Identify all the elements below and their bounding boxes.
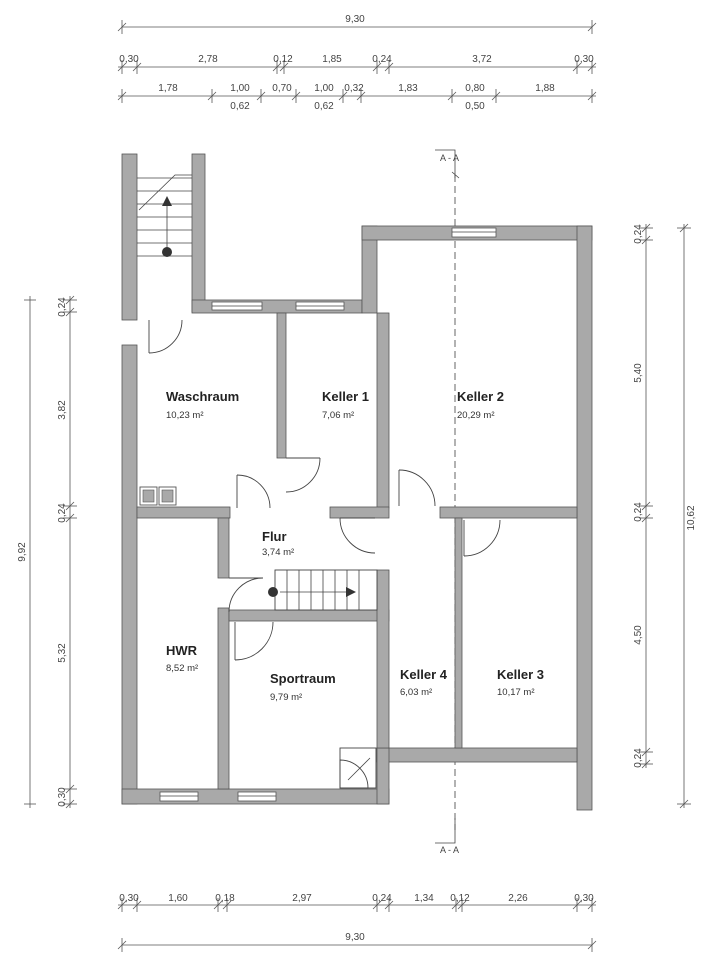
room-hwr-name: HWR xyxy=(166,643,198,658)
dim-left-2: 0,24 xyxy=(57,503,68,523)
windows xyxy=(159,227,497,802)
room-labels: Waschraum 10,23 m² Keller 1 7,06 m² Kell… xyxy=(166,389,544,703)
dim-left-3: 5,32 xyxy=(57,643,68,663)
dim-right-1: 5,40 xyxy=(633,363,644,383)
stairs-upper xyxy=(137,174,192,257)
dimension-left: 9,92 0,24 3,82 0,24 5,32 0,30 xyxy=(17,295,77,809)
room-waschraum-name: Waschraum xyxy=(166,389,239,404)
dim-top-overall: 9,30 xyxy=(345,14,365,25)
dim-right-overall: 10,62 xyxy=(686,505,697,530)
dim-right-4: 0,24 xyxy=(633,748,644,768)
dim-top-r2-low-1: 0,62 xyxy=(314,101,334,112)
dim-bottom-1: 1,60 xyxy=(168,893,188,904)
dim-top-r2-5: 1,83 xyxy=(398,83,418,94)
dim-left-overall: 9,92 xyxy=(17,542,28,562)
dim-top-r1-5: 3,72 xyxy=(472,54,492,65)
dim-top-r2-0: 1,78 xyxy=(158,83,178,94)
dim-right-3: 4,50 xyxy=(633,625,644,645)
dim-right-2: 0,24 xyxy=(633,502,644,522)
dim-top-r1-1: 2,78 xyxy=(198,54,218,65)
dim-bottom-0: 0,30 xyxy=(119,893,139,904)
room-keller4-area: 6,03 m² xyxy=(400,687,432,698)
dim-top-r2-3: 1,00 xyxy=(314,83,334,94)
dim-left-0: 0,24 xyxy=(57,297,68,317)
room-sportraum-name: Sportraum xyxy=(270,671,336,686)
dim-left-4: 0,30 xyxy=(57,787,68,807)
room-keller1-area: 7,06 m² xyxy=(322,410,354,421)
dim-bottom-4: 0,24 xyxy=(372,893,392,904)
room-waschraum-area: 10,23 m² xyxy=(166,410,204,421)
dimension-bottom: 0,30 1,60 0,18 2,97 0,24 1,34 0,12 2,26 … xyxy=(117,893,597,952)
dim-top-r1-6: 0,30 xyxy=(574,54,594,65)
room-hwr-area: 8,52 m² xyxy=(166,663,198,674)
dim-bottom-7: 2,26 xyxy=(508,893,528,904)
dim-top-r1-0: 0,30 xyxy=(119,54,139,65)
dim-top-r1-2: 0,12 xyxy=(273,54,293,65)
room-keller1-name: Keller 1 xyxy=(322,389,369,404)
room-flur-area: 3,74 m² xyxy=(262,547,294,558)
dim-top-r2-1: 1,00 xyxy=(230,83,250,94)
section-mark-bottom: A - A xyxy=(440,845,459,855)
stairs-flur xyxy=(268,569,378,611)
dim-bottom-2: 0,18 xyxy=(215,893,235,904)
dim-top-r2-6: 0,80 xyxy=(465,83,485,94)
room-keller3-name: Keller 3 xyxy=(497,667,544,682)
dim-bottom-3: 2,97 xyxy=(292,893,312,904)
dim-left-1: 3,82 xyxy=(57,400,68,420)
walls xyxy=(121,153,593,811)
dim-bottom-overall: 9,30 xyxy=(345,932,365,943)
dim-top-r2-low-2: 0,50 xyxy=(465,101,485,112)
dim-top-r1-3: 1,85 xyxy=(322,54,342,65)
dim-top-r2-4: 0,32 xyxy=(344,83,364,94)
room-keller2-area: 20,29 m² xyxy=(457,410,495,421)
room-sportraum-area: 9,79 m² xyxy=(270,692,302,703)
dim-top-r2-2: 0,70 xyxy=(272,83,292,94)
dim-bottom-5: 1,34 xyxy=(414,893,434,904)
dimension-top: 9,30 0,30 2,78 0,12 1,85 0,24 3,72 0,30 xyxy=(117,14,597,112)
section-mark-top: A - A xyxy=(440,153,459,163)
dim-right-0: 0,24 xyxy=(633,224,644,244)
dim-bottom-8: 0,30 xyxy=(574,893,594,904)
dim-top-r2-7: 1,88 xyxy=(535,83,555,94)
dim-top-r2-low-0: 0,62 xyxy=(230,101,250,112)
room-keller3-area: 10,17 m² xyxy=(497,687,535,698)
dimension-right: 0,24 5,40 0,24 4,50 0,24 10,62 xyxy=(633,223,697,809)
room-flur-name: Flur xyxy=(262,529,287,544)
room-keller2-name: Keller 2 xyxy=(457,389,504,404)
dim-top-r1-4: 0,24 xyxy=(372,54,392,65)
dim-bottom-6: 0,12 xyxy=(450,893,470,904)
doors xyxy=(148,319,501,789)
room-keller4-name: Keller 4 xyxy=(400,667,448,682)
